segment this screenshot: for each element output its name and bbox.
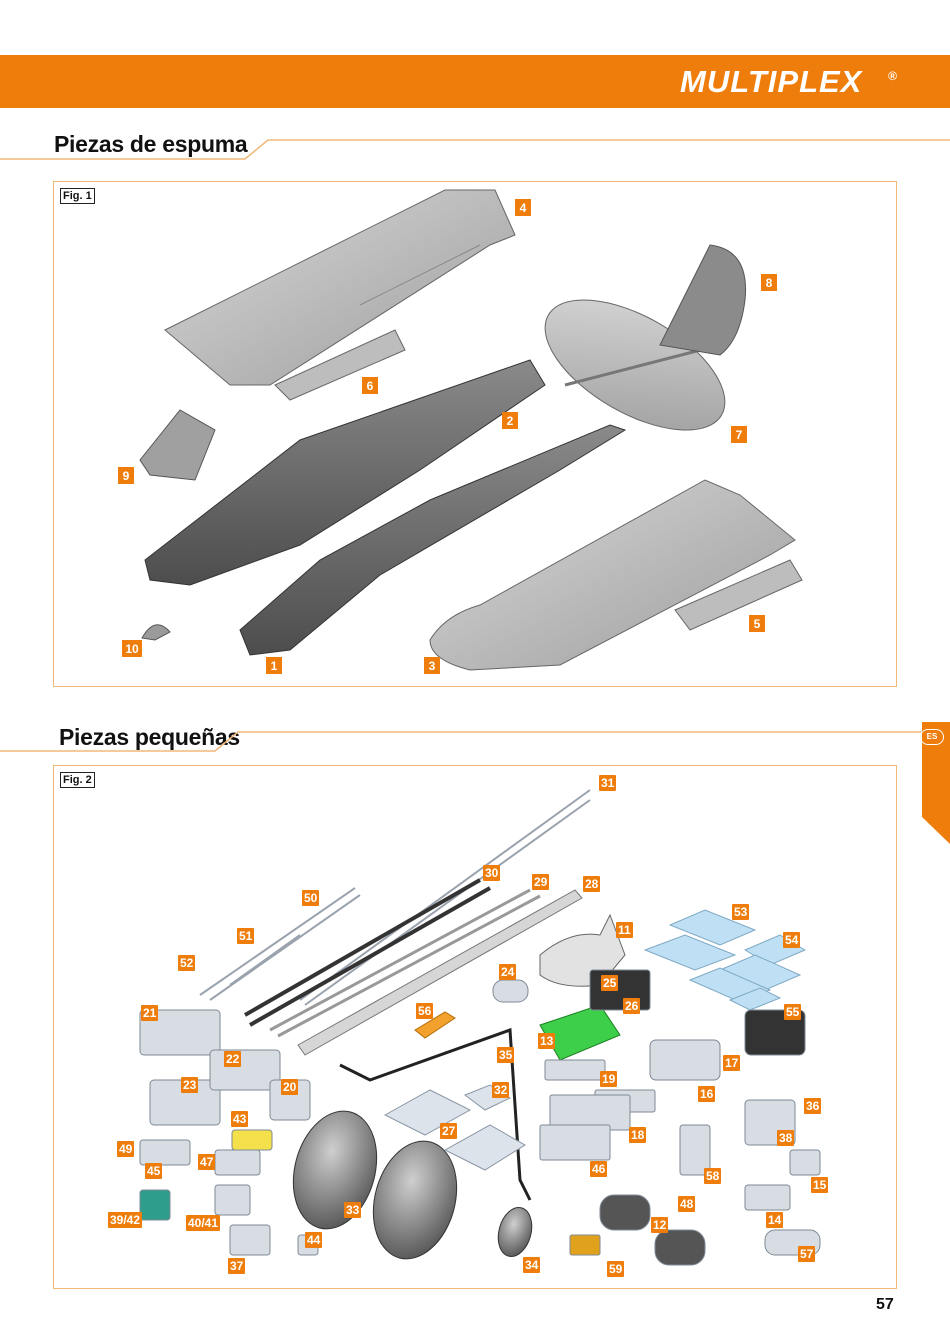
wheel-part-33a: [292, 1110, 378, 1230]
callout-8: 8: [766, 276, 773, 290]
callout-30: 30: [483, 865, 501, 881]
callout-33: 33: [344, 1202, 362, 1218]
figure-1-label: Fig. 1: [60, 188, 95, 204]
callout-17: 17: [723, 1055, 741, 1071]
callout-25: 25: [601, 975, 619, 991]
callout-11: 11: [616, 922, 633, 938]
callout-13: 13: [538, 1033, 556, 1049]
callout-19: 19: [600, 1071, 618, 1087]
callout-3: 3: [429, 659, 436, 673]
callout-46: 46: [590, 1161, 608, 1177]
section-divider: [0, 139, 950, 160]
callout-47: 47: [198, 1154, 216, 1170]
callout-23: 23: [181, 1077, 199, 1093]
callout-12: 12: [651, 1217, 669, 1233]
callout-22: 22: [224, 1051, 242, 1067]
header-bar: [0, 55, 950, 108]
tail-plane-part: [544, 299, 726, 431]
steel-rods: [269, 888, 541, 1038]
callout-6: 6: [367, 379, 374, 393]
wheel-part-33b: [372, 1140, 458, 1260]
callout-44: 44: [305, 1232, 323, 1248]
spinner-part-10: [141, 624, 171, 641]
callout-21: 21: [141, 1005, 159, 1021]
callout-51: 51: [237, 928, 255, 944]
callout-15: 15: [811, 1177, 829, 1193]
callout-34: 34: [523, 1257, 541, 1273]
callout-39-42: 39/42: [108, 1212, 143, 1228]
callout-1: 1: [271, 659, 278, 673]
fuselage-half-1: [239, 424, 627, 656]
callout-36: 36: [804, 1098, 822, 1114]
callout-35: 35: [497, 1047, 515, 1063]
landing-gear-wire: [339, 1027, 532, 1201]
brand-logo: MULTIPLEX®: [680, 64, 898, 99]
gear-clamps: [383, 1084, 526, 1171]
callout-57: 57: [798, 1246, 816, 1262]
language-badge: ES: [920, 729, 944, 745]
callout-45: 45: [145, 1163, 163, 1179]
orange-part-56: [414, 1011, 456, 1039]
callout-54: 54: [783, 932, 801, 948]
cowl-part-9: [139, 409, 216, 481]
callout-24: 24: [499, 964, 517, 980]
figure-2-label: Fig. 2: [60, 772, 95, 788]
callout-16: 16: [698, 1086, 716, 1102]
spar-part-28: [297, 889, 583, 1056]
callout-48: 48: [678, 1196, 696, 1212]
section-title-small: Piezas pequeñas: [59, 724, 240, 750]
callout-49: 49: [117, 1141, 135, 1157]
callout-28: 28: [583, 876, 601, 892]
language-tab: [922, 722, 950, 844]
callout-7: 7: [736, 428, 743, 442]
callout-31: 31: [599, 775, 617, 791]
fig1-callouts: 1 2 3 4 5 6 7 8 9 10: [118, 199, 777, 674]
callout-38: 38: [777, 1130, 795, 1146]
tail-wheel-34: [497, 1206, 533, 1258]
section-divider: [0, 731, 922, 752]
section-title-foam: Piezas de espuma: [54, 131, 248, 157]
wire-rods: [199, 789, 591, 1006]
callout-59: 59: [607, 1261, 625, 1277]
upper-wing-part: [164, 189, 516, 386]
callout-43: 43: [231, 1111, 249, 1127]
fuselage-half-2: [144, 359, 546, 586]
aileron-part-6: [274, 329, 406, 401]
callout-37: 37: [228, 1258, 246, 1274]
callout-20: 20: [281, 1079, 299, 1095]
callout-14: 14: [766, 1212, 784, 1228]
callout-40-41: 40/41: [186, 1215, 221, 1231]
callout-26: 26: [623, 998, 641, 1014]
callout-29: 29: [532, 874, 550, 890]
callout-27: 27: [440, 1123, 458, 1139]
fin-part-8: [659, 244, 747, 356]
callout-50: 50: [302, 890, 320, 906]
callout-55: 55: [784, 1004, 802, 1020]
callout-5: 5: [754, 617, 761, 631]
page-number: 57: [876, 1296, 894, 1313]
lower-wing-part: [429, 479, 796, 671]
hatch-parts: [643, 909, 807, 1011]
callout-32: 32: [492, 1082, 510, 1098]
aileron-part-5: [674, 559, 803, 631]
callout-52: 52: [178, 955, 196, 971]
carbon-rods: [244, 878, 491, 1027]
callout-18: 18: [629, 1127, 647, 1143]
callout-4: 4: [520, 201, 527, 215]
callout-58: 58: [704, 1168, 722, 1184]
callout-56: 56: [416, 1003, 434, 1019]
callout-9: 9: [123, 469, 130, 483]
callout-10: 10: [125, 642, 139, 656]
callout-2: 2: [507, 414, 514, 428]
callout-53: 53: [732, 904, 750, 920]
